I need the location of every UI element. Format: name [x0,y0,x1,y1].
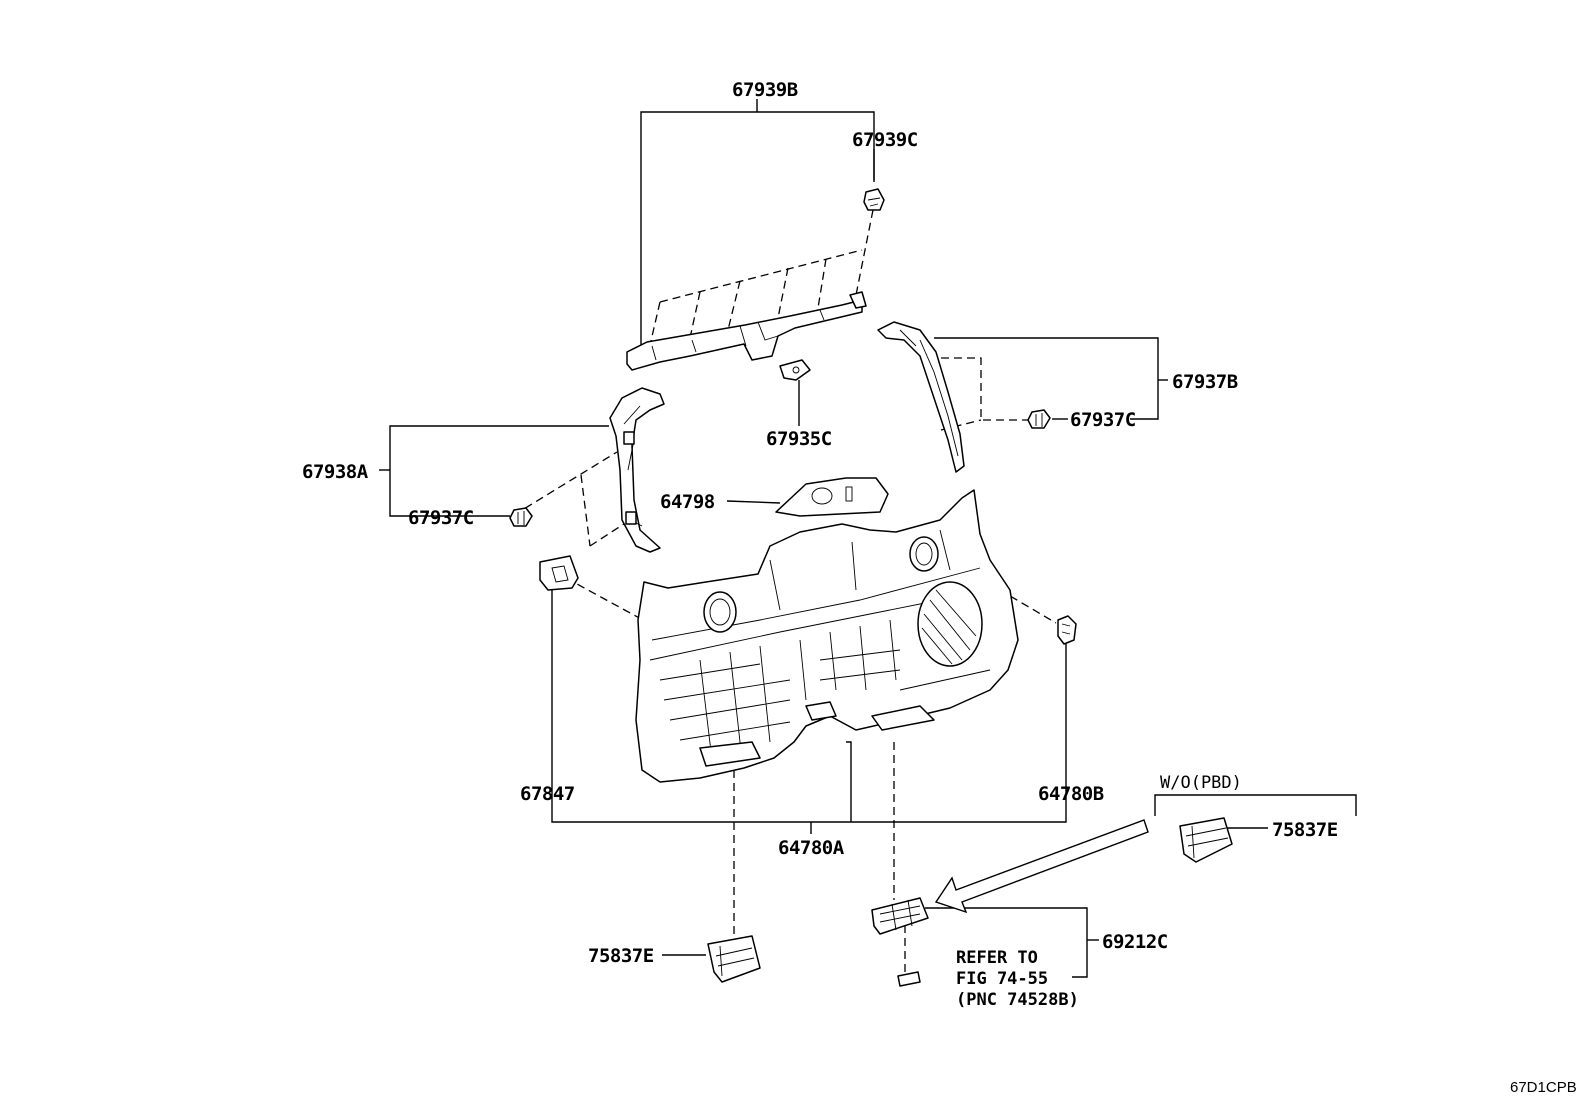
label-67938A: 67938A [302,461,369,483]
center-panel-64798 [775,477,889,517]
clip-67935C [779,359,811,381]
label-64780B: 64780B [1038,783,1104,805]
label-67937C-left: 67937C [408,507,474,529]
note-refer-line2: FIG 74-55 [956,969,1048,989]
clip-67937C-right [1027,409,1051,429]
label-67937B: 67937B [1172,371,1238,393]
left-pillar-garnish-67938A [609,387,665,553]
notes: W/O(PBD) REFER TO FIG 74-55 (PNC 74528B) [956,773,1242,1010]
upper-garnish-67939B [626,291,867,371]
clip-67937C-left [509,507,533,527]
switch-69212C [871,897,929,987]
figure-code: 67D1CPB [1510,1079,1577,1096]
note-refer-line3: (PNC 74528B) [956,990,1079,1010]
label-64798: 64798 [660,491,715,513]
lamp-75837E-right [1179,817,1233,863]
label-67939C: 67939C [852,129,918,151]
label-69212C: 69212C [1102,931,1168,953]
note-wo-pbd: W/O(PBD) [1160,773,1242,793]
label-67935C: 67935C [766,428,832,450]
label-75837E-bottom: 75837E [588,945,654,967]
label-67847: 67847 [520,783,575,805]
label-75837E-right: 75837E [1272,819,1338,841]
clip-67939C [863,188,885,211]
part-labels: 67939B 67939C 67937B 67937C 67935C 67938… [302,79,1338,967]
leader-lines [379,99,1357,978]
note-refer-line1: REFER TO [956,948,1038,968]
clip-64780B [1057,615,1077,645]
label-67939B: 67939B [732,79,798,101]
reference-arrow [934,819,1149,914]
label-64780A: 64780A [778,837,845,859]
lamp-75837E-bottom [707,935,761,983]
clip-67847 [539,555,579,591]
right-pillar-garnish-67937B [877,321,965,473]
label-67937C-right: 67937C [1070,409,1136,431]
back-door-trim-board-64780A [635,489,1019,783]
